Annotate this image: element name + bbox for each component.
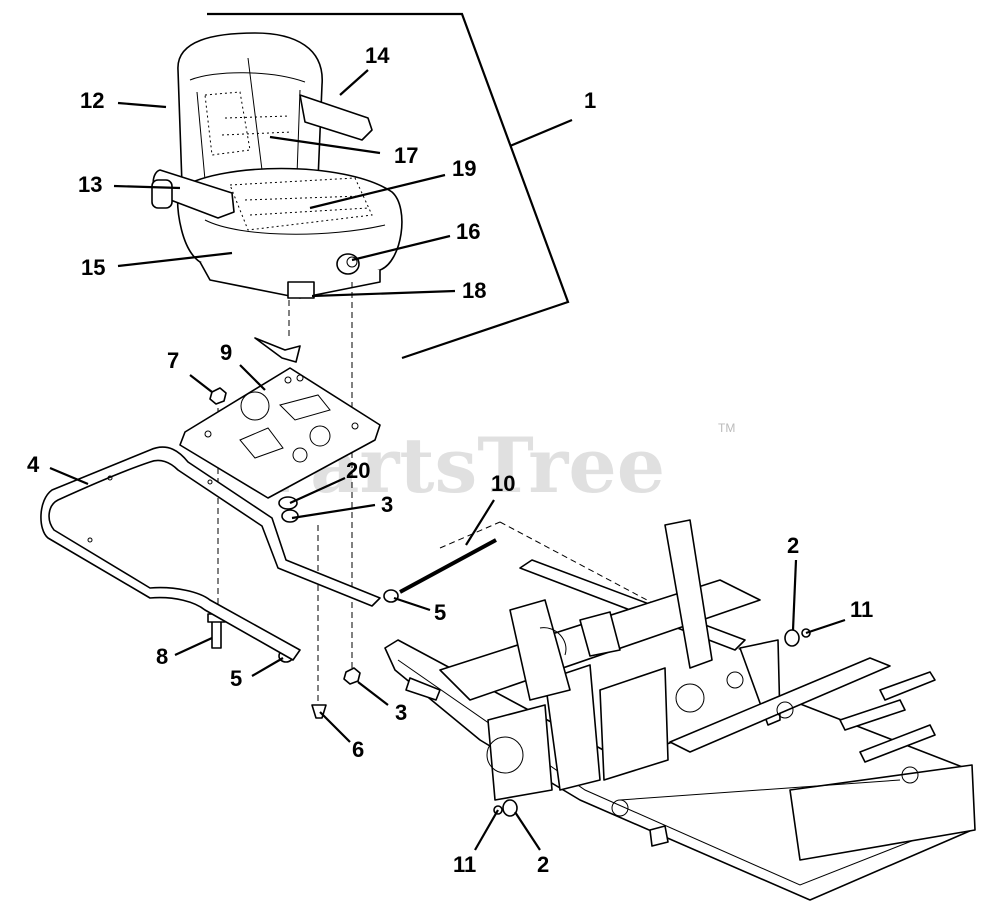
callout-6: 6 <box>352 737 364 762</box>
callout-20: 20 <box>346 458 370 483</box>
callout-5-left: 5 <box>230 666 242 691</box>
callout-19: 19 <box>452 156 476 181</box>
callout-17: 17 <box>394 143 418 168</box>
callout-5-right: 5 <box>434 600 446 625</box>
watermark-trademark: TM <box>718 421 735 435</box>
callout-18: 18 <box>462 278 486 303</box>
seat-frame-bar[interactable] <box>40 446 381 661</box>
callout-10: 10 <box>491 471 515 496</box>
callout-13: 13 <box>78 172 102 197</box>
callout-3-upper: 3 <box>381 492 393 517</box>
callout-8: 8 <box>156 644 168 669</box>
rod <box>399 538 497 594</box>
tractor-chassis[interactable] <box>384 519 976 901</box>
callout-3-lower: 3 <box>395 700 407 725</box>
callout-11-upper: 11 <box>850 597 873 622</box>
callout-12: 12 <box>80 88 104 113</box>
callout-1: 1 <box>584 88 596 113</box>
callout-2-lower: 2 <box>537 852 549 877</box>
callout-labels: 1 2 2 3 3 4 5 5 6 7 8 9 10 11 11 12 13 1… <box>27 43 873 877</box>
callout-11-lower: 11 <box>453 852 476 877</box>
callout-2-upper: 2 <box>787 533 799 558</box>
callout-15: 15 <box>81 255 105 280</box>
callout-16: 16 <box>456 219 480 244</box>
callout-4: 4 <box>27 452 40 477</box>
callout-9: 9 <box>220 340 232 365</box>
seat-plate[interactable] <box>179 367 381 499</box>
callout-7: 7 <box>167 348 179 373</box>
seat-latch <box>254 337 301 363</box>
callout-14: 14 <box>365 43 390 68</box>
seat[interactable] <box>151 32 403 299</box>
callout-leaders <box>49 69 846 851</box>
seat-assembly-bracket <box>207 12 573 360</box>
